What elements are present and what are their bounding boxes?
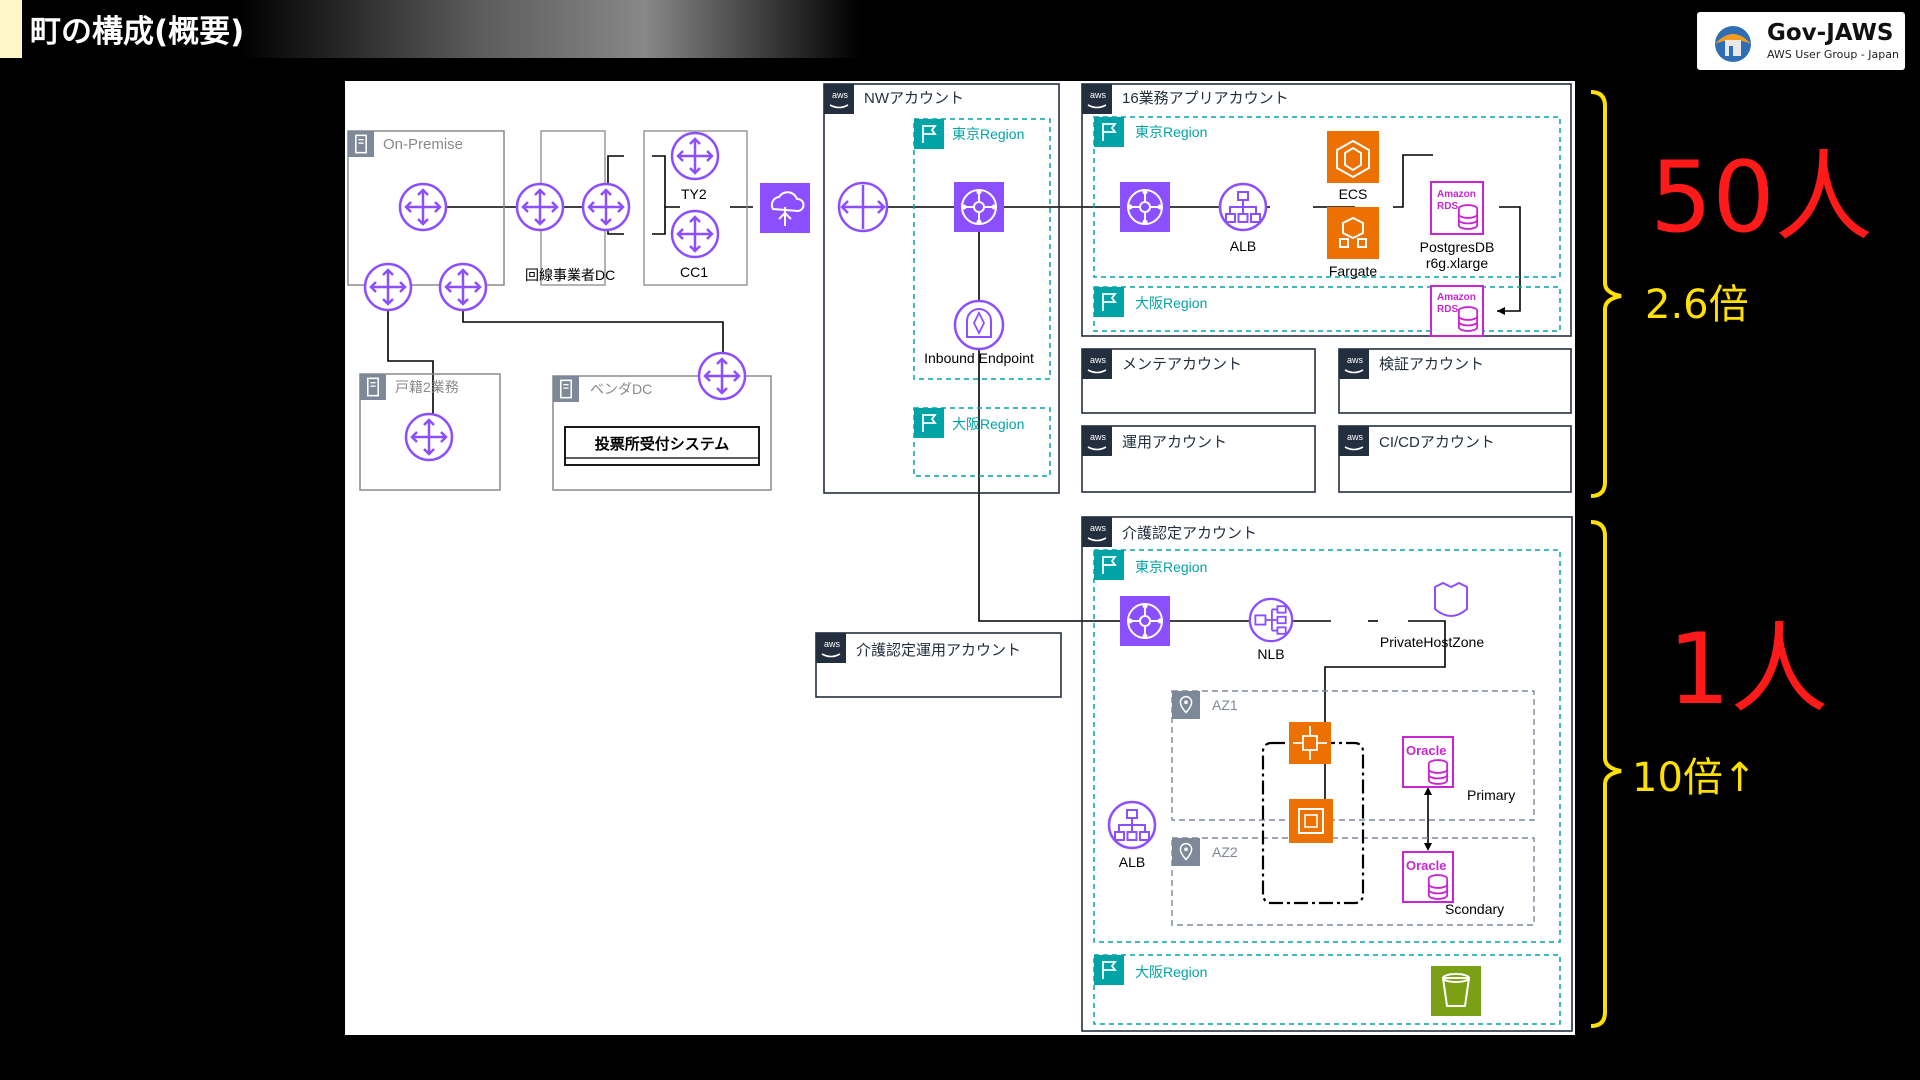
onprem-ty2-label: TY2 xyxy=(681,186,707,202)
care-az2-label: AZ2 xyxy=(1212,844,1238,860)
maintenance-account: aws メンテアカウント xyxy=(1081,348,1316,414)
accounts-verification-label: 検証アカウント xyxy=(1379,356,1484,373)
logo-name: Gov-JAWS xyxy=(1767,20,1894,46)
nw-tokyo-label: 東京Region xyxy=(952,126,1024,142)
labels-aws-label: aws xyxy=(1090,432,1107,442)
verification-account: aws 検証アカウント xyxy=(1338,348,1572,414)
nw-account-group: aws NWアカウント 東京Region Inbound Endpoint 大阪… xyxy=(823,83,1060,494)
labels-aws-label: aws xyxy=(1347,355,1364,365)
care-nlb-label: NLB xyxy=(1257,646,1284,662)
line-provider-dc-group: 回線事業者DC TY2 CC1 xyxy=(515,130,748,286)
care-secondary-label: Scondary xyxy=(1445,901,1504,917)
kosekai-group: 戸籍2業務 xyxy=(359,373,501,491)
onprem-cc1-label: CC1 xyxy=(680,264,708,280)
ratio-bottom-label: 10倍↑ xyxy=(1632,755,1757,801)
care-alb-label: ALB xyxy=(1119,854,1145,870)
labels-aws-label: aws xyxy=(1090,355,1107,365)
care-tokyo-label: 東京Region xyxy=(1135,559,1207,575)
care-account-group: aws 介護認定アカウント 東京Region NLB PrivateHostZo… xyxy=(1081,516,1573,1032)
labels-aws-label: aws xyxy=(1090,523,1107,533)
accounts-cicd-label: CI/CDアカウント xyxy=(1379,434,1495,451)
care-phz-label: PrivateHostZone xyxy=(1380,634,1484,650)
app-db2-label: r6g.xlarge xyxy=(1426,255,1488,271)
onprem-on-premise-label: On-Premise xyxy=(383,136,463,153)
labels-oracle-label: Oracle xyxy=(1406,858,1446,873)
care-az1-label: AZ1 xyxy=(1212,697,1238,713)
care-osaka-label: 大阪Region xyxy=(1135,964,1207,980)
app-osaka-label: 大阪Region xyxy=(1135,295,1207,311)
app-account-group: aws 16業務アプリアカウント 東京Region ALB ECS Fargat… xyxy=(1081,83,1572,337)
slide-title: 町の構成(概要) xyxy=(30,14,245,50)
gov-jaws-logo-icon xyxy=(1715,26,1751,62)
care-account-label: 介護認定アカウント xyxy=(1122,525,1257,542)
accounts-care-ops-label: 介護認定運用アカウント xyxy=(856,642,1021,659)
direct-connect-icon xyxy=(760,183,810,233)
onprem-kosekai-label: 戸籍2業務 xyxy=(395,379,459,395)
ratio-top-label: 2.6倍 xyxy=(1645,282,1749,328)
vendor-dc-group: ベンダDC 投票所受付システム xyxy=(552,351,772,491)
title-bar xyxy=(0,0,860,58)
cicd-account: aws CI/CDアカウント xyxy=(1338,425,1572,493)
app-tokyo-label: 東京Region xyxy=(1135,124,1207,140)
labels-aws-label: aws xyxy=(1090,90,1107,100)
labels-aws-label: aws xyxy=(824,639,841,649)
users-top-label: 50人 xyxy=(1650,141,1873,255)
nw-account-label: NWアカウント xyxy=(864,90,964,107)
onprem-line-dc-label: 回線事業者DC xyxy=(525,267,615,283)
users-bottom-label: 1人 xyxy=(1668,613,1829,727)
accounts-operation-label: 運用アカウント xyxy=(1122,434,1227,451)
title-accent-bar xyxy=(0,0,22,58)
nw-inbound-label: Inbound Endpoint xyxy=(924,350,1034,366)
app-fargate-label: Fargate xyxy=(1329,263,1377,279)
labels-aws-label: aws xyxy=(1347,432,1364,442)
accounts-maintenance-label: メンテアカウント xyxy=(1122,356,1242,373)
labels-aws-label: aws xyxy=(832,90,849,100)
app-alb-label: ALB xyxy=(1230,238,1256,254)
operation-account: aws 運用アカウント xyxy=(1081,425,1316,493)
app-account-label: 16業務アプリアカウント xyxy=(1122,90,1289,107)
labels-oracle-label: Oracle xyxy=(1406,743,1446,758)
labels-rds-brand-label: Amazon xyxy=(1437,292,1476,303)
nw-osaka-label: 大阪Region xyxy=(952,416,1024,432)
logo-subtitle: AWS User Group - Japan xyxy=(1767,48,1899,61)
care-primary-label: Primary xyxy=(1467,787,1515,803)
labels-rds-brand-label: Amazon xyxy=(1437,189,1476,200)
onprem-voting-system-label: 投票所受付システム xyxy=(595,435,730,453)
architecture-diagram: On-Premise 回線事業者DC TY2 CC1 戸籍2業務 ベンダDC 投… xyxy=(345,81,1575,1035)
connection-lines xyxy=(387,154,1521,851)
virtual-gateway-icon xyxy=(837,181,889,233)
care-ops-account: aws 介護認定運用アカウント xyxy=(815,632,1062,698)
app-ecs-label: ECS xyxy=(1339,186,1368,202)
labels-rds-label: RDS xyxy=(1437,304,1458,315)
app-db1-label: PostgresDB xyxy=(1420,239,1495,255)
gov-jaws-logo: Gov-JAWS AWS User Group - Japan xyxy=(1697,12,1905,70)
onprem-vendor-dc-label: ベンダDC xyxy=(590,381,652,397)
labels-rds-label: RDS xyxy=(1437,201,1458,212)
on-premise-group: On-Premise xyxy=(347,130,505,312)
brace-lines xyxy=(1590,90,1622,1028)
